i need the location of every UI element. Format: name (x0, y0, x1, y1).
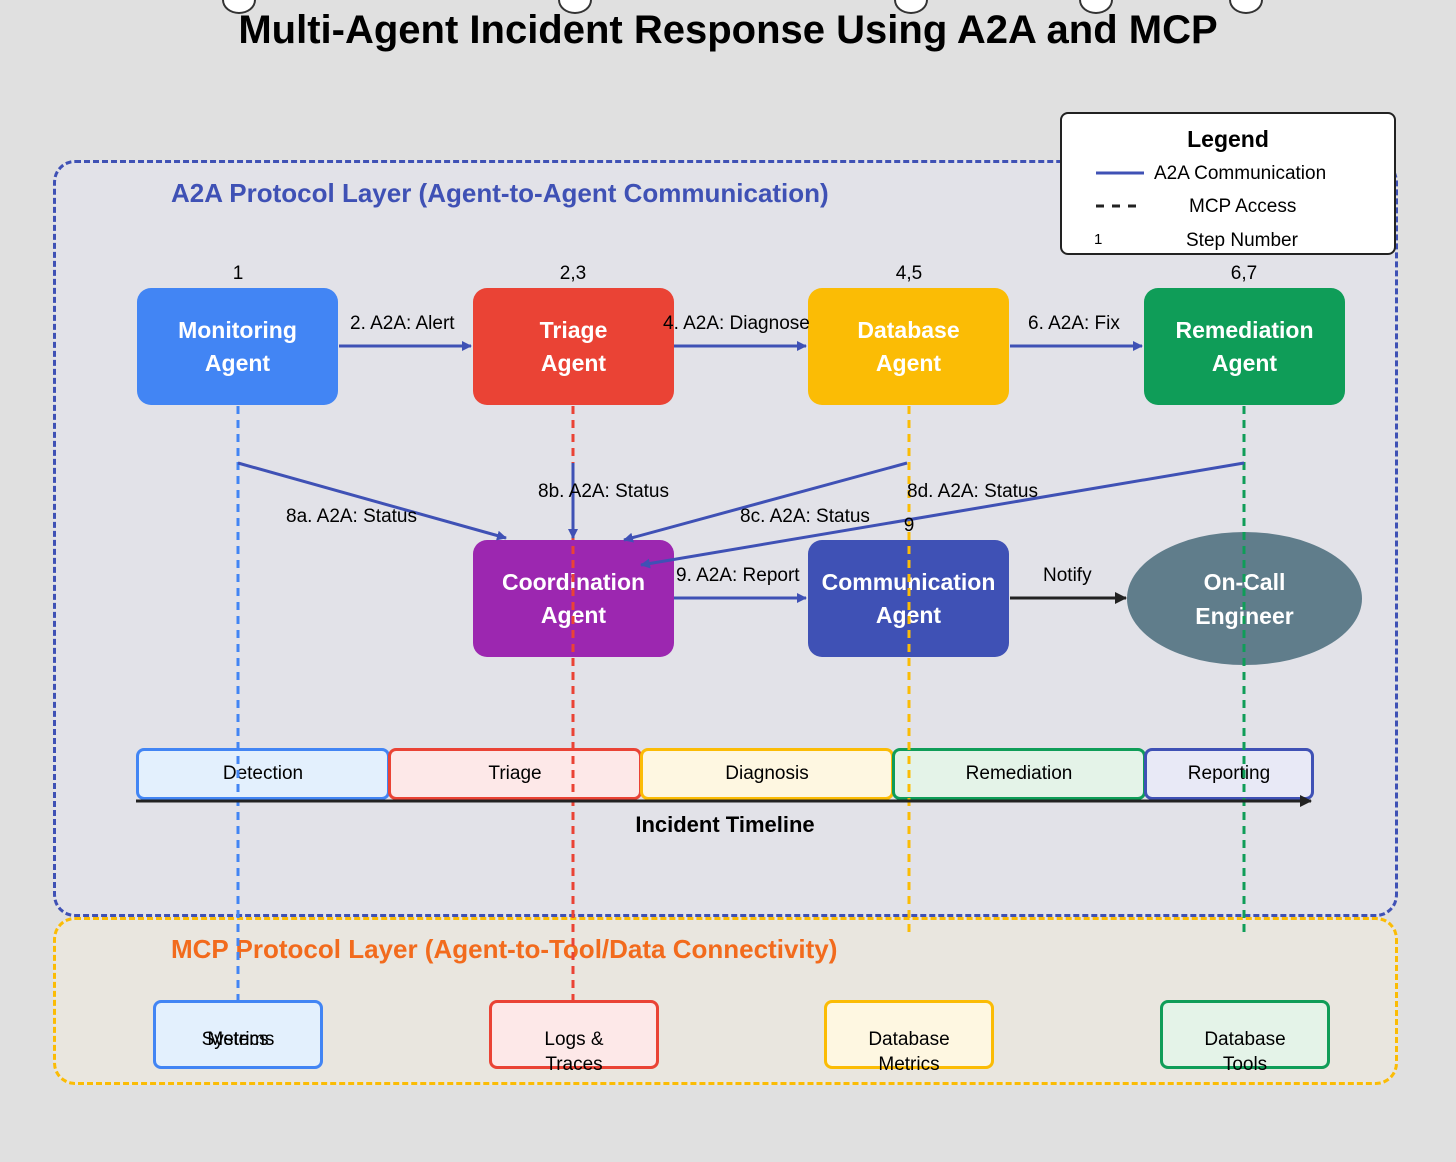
legend-a2a-label: A2A Communication (1154, 163, 1327, 184)
legend-mcp-label: MCP Access (1189, 196, 1297, 217)
step-number: 1 (232, 263, 244, 284)
agent-name: Triage (539, 316, 608, 343)
legend-title: Legend (1187, 126, 1269, 152)
tool-systems-metrics: Systems Metrics (153, 1000, 323, 1069)
tool-label: Systems (201, 1029, 275, 1050)
flow-status-d-arrow (640, 461, 1245, 569)
agent-name: Agent (540, 349, 607, 376)
agent-name: Agent (204, 349, 271, 376)
agent-name: Monitoring (178, 316, 297, 343)
agent-name: Agent (875, 349, 942, 376)
tool-label: Metrics (878, 1054, 940, 1075)
tool-label: Database (868, 1029, 950, 1050)
flow-label-diagnose: 4. A2A: Diagnose (663, 313, 810, 334)
legend-step-label: Step Number (1186, 230, 1298, 251)
tool-label: Logs & (544, 1029, 604, 1050)
timeline-label: Incident Timeline (635, 812, 815, 837)
tool-label: Database (1204, 1029, 1286, 1050)
legend-step-sample: 1 (1094, 231, 1103, 248)
step-number: 6,7 (1230, 263, 1258, 284)
flow-label-notify: Notify (1043, 565, 1092, 586)
phase-remediation: Remediation (892, 748, 1146, 800)
on-call-engineer-node: On-CallEngineer (1127, 532, 1362, 665)
flow-label-status-b: 8b. A2A: Status (538, 481, 669, 502)
agent-name: Agent (1211, 349, 1278, 376)
tool-label: Metrics (207, 1029, 269, 1050)
flow-label-status-d: 8d. A2A: Status (907, 481, 1038, 502)
flow-label-alert: 2. A2A: Alert (350, 313, 455, 334)
agent-name: Remediation (1175, 316, 1314, 343)
flow-label-status-c: 8c. A2A: Status (740, 506, 870, 527)
flow-status-c-arrow (623, 461, 908, 543)
step-number: 4,5 (895, 263, 923, 284)
phase-triage: Triage (388, 748, 642, 800)
phase-detection: Detection (136, 748, 390, 800)
step-number: 2,3 (559, 263, 587, 284)
flow-label-status-a: 8a. A2A: Status (286, 506, 417, 527)
flow-label-report: 9. A2A: Report (676, 565, 800, 586)
tool-label: Tools (1222, 1054, 1268, 1075)
phase-diagnosis: Diagnosis (640, 748, 894, 800)
step-number: 9 (903, 515, 915, 536)
phase-reporting: Reporting (1144, 748, 1314, 800)
tool-logs-traces: Logs & Traces (489, 1000, 659, 1075)
a2a-layer-title: A2A Protocol Layer (Agent-to-Agent Commu… (171, 178, 829, 208)
mcp-layer-title: MCP Protocol Layer (Agent-to-Tool/Data C… (171, 934, 838, 964)
flow-label-fix: 6. A2A: Fix (1028, 313, 1120, 334)
diagram-title: Multi-Agent Incident Response Using A2A … (238, 8, 1218, 52)
flow-status-a-arrow (237, 461, 507, 541)
agent-name: Database (857, 316, 960, 343)
legend-swatches (1096, 171, 1144, 208)
legend: Legend A2A Communication MCP Access 1 St… (1060, 112, 1396, 255)
tool-label: Traces (545, 1054, 603, 1075)
